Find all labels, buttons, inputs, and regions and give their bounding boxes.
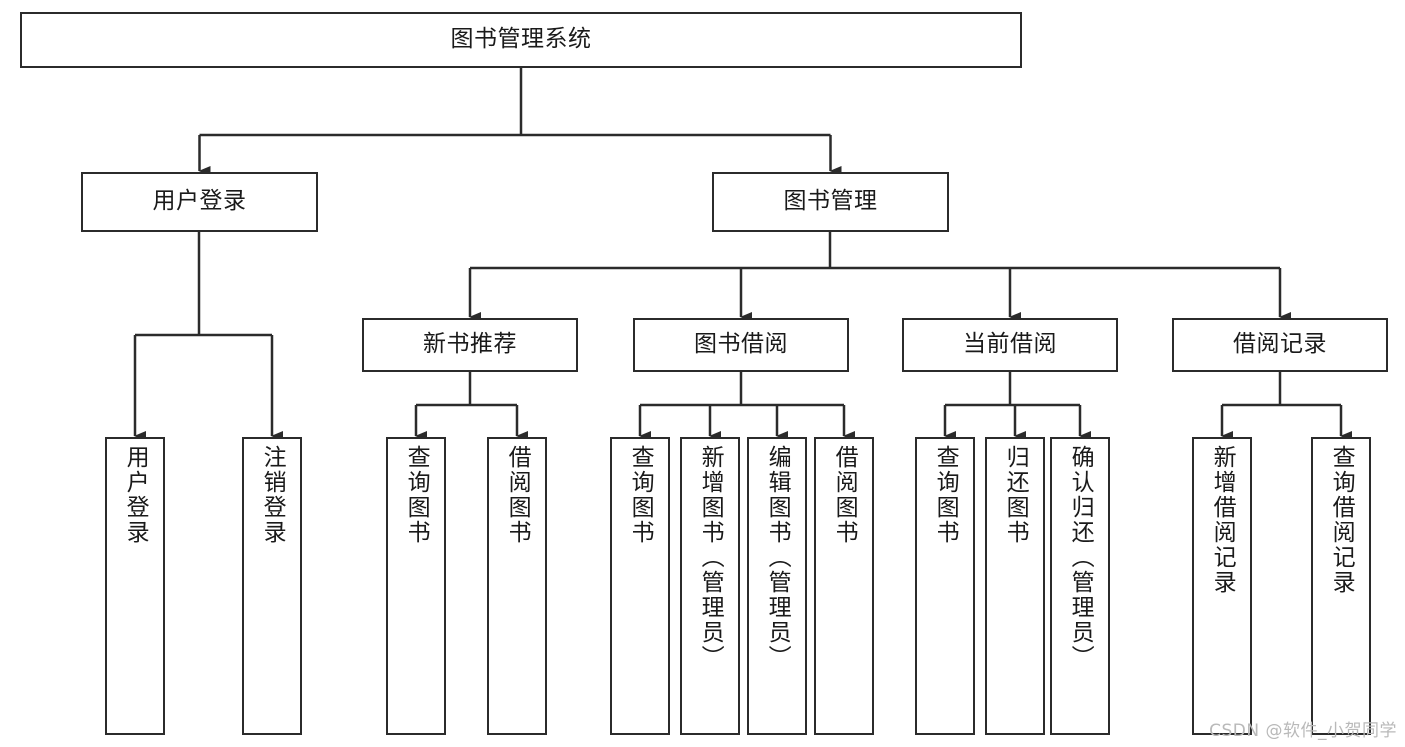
node-borrow: 图书借阅 xyxy=(633,318,849,372)
node-leaf-query-book-current: 查询图书 xyxy=(915,437,975,735)
node-label-leaf-query-book-current: 查询图书 xyxy=(932,445,959,545)
node-root: 图书管理系统 xyxy=(20,12,1022,68)
node-leaf-borrow-book-new: 借阅图书 xyxy=(487,437,547,735)
node-leaf-add-record: 新增借阅记录 xyxy=(1192,437,1252,735)
node-label-leaf-user-login: 用户登录 xyxy=(122,445,149,545)
node-label-leaf-add-record: 新增借阅记录 xyxy=(1209,445,1236,595)
node-records: 借阅记录 xyxy=(1172,318,1388,372)
node-label-leaf-confirm-return: 确认归还（管理员） xyxy=(1067,445,1094,670)
node-leaf-logout: 注销登录 xyxy=(242,437,302,735)
node-label-bookmgmt: 图书管理 xyxy=(783,188,878,215)
node-label-leaf-add-book: 新增图书（管理员） xyxy=(697,445,724,670)
node-leaf-edit-book: 编辑图书（管理员） xyxy=(747,437,807,735)
node-bookmgmt: 图书管理 xyxy=(712,172,949,232)
node-label-login: 用户登录 xyxy=(152,188,247,215)
node-label-borrow: 图书借阅 xyxy=(694,331,788,358)
node-current: 当前借阅 xyxy=(902,318,1118,372)
node-leaf-query-book-borrow: 查询图书 xyxy=(610,437,670,735)
node-label-leaf-borrow-book: 借阅图书 xyxy=(831,445,858,545)
node-leaf-add-book: 新增图书（管理员） xyxy=(680,437,740,735)
node-label-leaf-query-record: 查询借阅记录 xyxy=(1328,445,1355,595)
connector-group xyxy=(133,68,1352,441)
node-leaf-confirm-return: 确认归还（管理员） xyxy=(1050,437,1110,735)
node-label-root: 图书管理系统 xyxy=(450,26,592,53)
node-leaf-borrow-book: 借阅图书 xyxy=(814,437,874,735)
node-label-leaf-logout: 注销登录 xyxy=(259,445,286,545)
node-label-leaf-borrow-book-new: 借阅图书 xyxy=(504,445,531,545)
node-leaf-user-login: 用户登录 xyxy=(105,437,165,735)
node-leaf-query-book-new: 查询图书 xyxy=(386,437,446,735)
node-label-leaf-return-book: 归还图书 xyxy=(1002,445,1029,545)
node-label-current: 当前借阅 xyxy=(963,331,1057,358)
node-label-newbook: 新书推荐 xyxy=(423,331,517,358)
node-label-leaf-query-book-borrow: 查询图书 xyxy=(627,445,654,545)
node-newbook: 新书推荐 xyxy=(362,318,578,372)
watermark-csdn: CSDN @软件_小贺同学 xyxy=(1209,721,1397,741)
node-leaf-query-record: 查询借阅记录 xyxy=(1311,437,1371,735)
node-login: 用户登录 xyxy=(81,172,318,232)
node-label-leaf-edit-book: 编辑图书（管理员） xyxy=(764,445,791,670)
node-label-leaf-query-book-new: 查询图书 xyxy=(403,445,430,545)
node-leaf-return-book: 归还图书 xyxy=(985,437,1045,735)
node-label-records: 借阅记录 xyxy=(1233,331,1327,358)
